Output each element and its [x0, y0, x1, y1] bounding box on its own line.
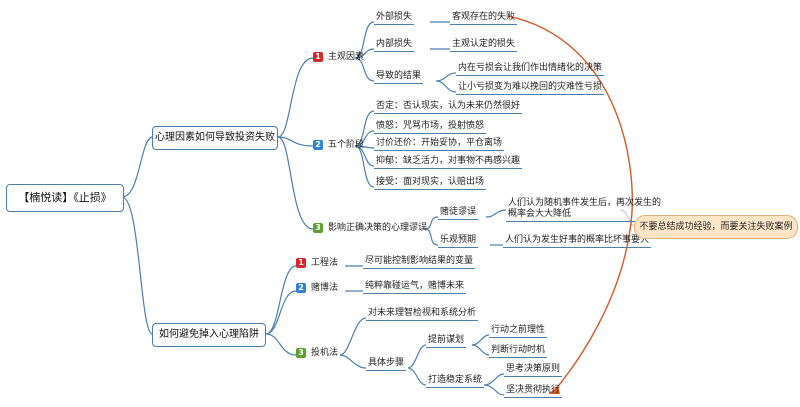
leaf-catastrophic-loss[interactable]: 让小亏损变为难以挽回的灾难性亏损 [456, 82, 605, 95]
leaf-optimism-desc[interactable]: 人们认为发生好事的概率比坏事要大 [503, 235, 652, 248]
group-cognitive-fallacies[interactable]: 3 影响正确决策的心理谬误 [313, 223, 427, 234]
number-badge: 3 [296, 348, 306, 358]
group-engineering-method[interactable]: 1 工程法 [296, 258, 338, 269]
stage-denial[interactable]: 否定：否认现实，认为未来仍然很好 [374, 101, 523, 114]
node-external-loss[interactable]: 外部损失 [374, 12, 415, 25]
callout-focus-on-failures[interactable]: 不要总结成功经验，而要关注失败案例 [634, 215, 798, 239]
node-internal-loss[interactable]: 内部损失 [374, 39, 415, 52]
group-speculation-method[interactable]: 3 投机法 [296, 348, 338, 359]
leaf-objective-failure[interactable]: 客观存在的失败 [450, 12, 518, 25]
number-badge: 1 [313, 52, 323, 62]
group-label: 主观因素 [328, 52, 365, 62]
leaf-subjective-loss[interactable]: 主观认定的损失 [450, 39, 518, 52]
group-label: 五个阶段 [328, 140, 365, 150]
group-label: 赌博法 [311, 283, 339, 293]
stage-anger[interactable]: 愤怒：咒骂市场，投射愤怒 [374, 121, 487, 134]
node-build-stable-system[interactable]: 打造稳定系统 [426, 375, 485, 388]
leaf-gamblers-fallacy-desc[interactable]: 人们认为随机事件发生后，再次发生的 概率会大大降低 [506, 198, 664, 222]
number-badge: 2 [313, 140, 323, 150]
node-concrete-steps[interactable]: 具体步骤 [366, 358, 407, 371]
group-label: 投机法 [311, 348, 339, 358]
branch-psychology-failure[interactable]: 心理因素如何导致投资失败 [152, 126, 278, 150]
stage-depression[interactable]: 抑郁：缺乏活力，对事物不再感兴趣 [374, 156, 523, 169]
group-gambling-method[interactable]: 2 赌博法 [296, 283, 338, 294]
node-plan-ahead[interactable]: 提前谋划 [426, 335, 467, 348]
group-label: 工程法 [311, 258, 339, 268]
stage-acceptance[interactable]: 接受：面对现实，认赔出场 [374, 177, 487, 190]
group-subjective-factors[interactable]: 1 主观因素 [313, 52, 364, 63]
group-label: 影响正确决策的心理谬误 [328, 223, 428, 233]
leaf-judge-timing[interactable]: 判断行动时机 [489, 345, 548, 358]
number-badge: 1 [296, 258, 306, 268]
node-resulting-outcome[interactable]: 导致的结果 [374, 71, 424, 84]
leaf-decision-principles[interactable]: 思考决策原则 [504, 364, 563, 377]
desc-line-2: 概率会大大降低 [508, 209, 572, 219]
leaf-rational-before-action[interactable]: 行动之前理性 [489, 325, 548, 338]
desc-line-1: 人们认为随机事件发生后，再次发生的 [508, 198, 662, 208]
root-node[interactable]: 【楠悦读】《止损》 [6, 184, 124, 212]
leaf-emotional-decision[interactable]: 内在亏损会让我们作出情绪化的决策 [456, 63, 605, 76]
stage-bargaining[interactable]: 讨价还价：开始妥协，平仓离场 [374, 138, 505, 151]
branch-avoid-traps[interactable]: 如何避免掉入心理陷阱 [152, 323, 266, 347]
leaf-control-variables[interactable]: 尽可能控制影响结果的变量 [363, 256, 476, 269]
number-badge: 3 [313, 223, 323, 233]
node-optimistic-expectation[interactable]: 乐观预期 [438, 235, 479, 248]
leaf-luck-gamble[interactable]: 纯粹靠碰运气，赌博未来 [363, 281, 467, 294]
node-rational-analysis[interactable]: 对未来理智检视和系统分析 [366, 308, 479, 321]
group-five-stages[interactable]: 2 五个阶段 [313, 140, 364, 151]
number-badge: 2 [296, 283, 306, 293]
leaf-firm-execution[interactable]: 坚决贯彻执行 [504, 385, 563, 398]
node-gamblers-fallacy[interactable]: 赌徒谬误 [438, 207, 479, 220]
